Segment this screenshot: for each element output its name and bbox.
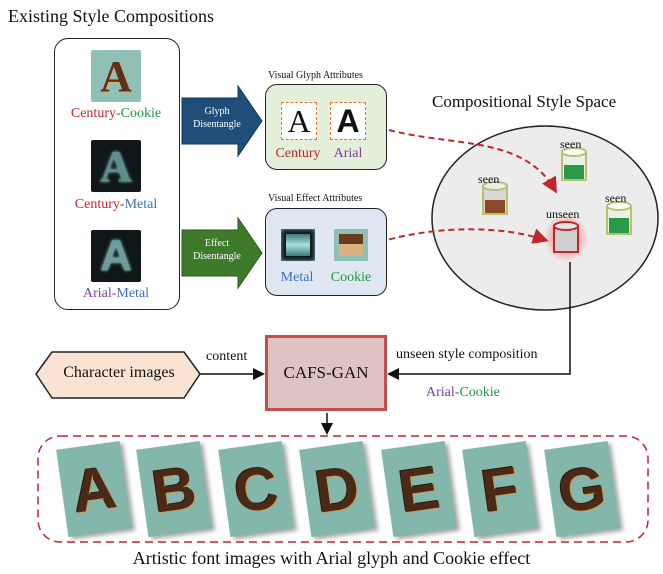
style-space-title: Compositional Style Space [432, 92, 617, 111]
cafs-gan-model: CAFS-GAN [265, 335, 387, 411]
effect-name: Cookie [120, 106, 162, 121]
cookie-swatch [334, 229, 368, 261]
query-composition-label: Arial-Cookie [426, 385, 500, 401]
effect-attributes-title: Visual Effect Attributes [268, 193, 363, 204]
century-metal-tile: A [91, 140, 141, 192]
query-glyph: Arial [426, 385, 455, 400]
sep: - [115, 106, 121, 121]
output-frame [37, 435, 649, 543]
query-effect: Cookie [459, 385, 500, 400]
cookie-label: Cookie [330, 270, 372, 285]
seen-label-3: seen [605, 191, 627, 205]
output-letter-a: A [56, 440, 132, 538]
title: Existing Style Compositions [8, 6, 215, 26]
glyph-disentangle-label: Glyph Disentangle [190, 105, 244, 131]
century-label: Century [275, 146, 321, 161]
sep: - [119, 197, 125, 212]
effect-disentangle-label: Effect Disentangle [190, 237, 244, 263]
glyph-name: Arial [82, 286, 112, 301]
metal-label: Metal [280, 270, 314, 285]
composition-label-1: Century-Cookie [56, 106, 176, 122]
style-space-ellipse [431, 125, 659, 311]
output-letter-b: B [136, 440, 212, 538]
output-letter-g: G [544, 440, 620, 538]
effect-word: Effect [204, 238, 230, 249]
glyph-attributes-title: Visual Glyph Attributes [268, 70, 363, 81]
output-letter-e: E [381, 440, 457, 538]
arial-label: Arial [333, 146, 363, 161]
disentangle-word: Disentangle [193, 119, 241, 130]
century-cookie-tile: A [91, 50, 141, 102]
unseen-to-model-line [387, 262, 571, 380]
unseen-composition-label: unseen style composition [396, 347, 538, 362]
seen-cylinder-2 [561, 147, 587, 181]
seen-label-1: seen [478, 172, 500, 186]
effect-name: Metal [116, 286, 150, 301]
query-sep: - [454, 385, 460, 400]
glyph-name: Century [74, 197, 120, 212]
arial-glyph: A [330, 102, 366, 140]
content-edge-label: content [206, 349, 248, 364]
unseen-cylinder [544, 214, 588, 262]
effect-name: Metal [124, 197, 158, 212]
character-images-shape [35, 351, 201, 399]
effect-to-unseen-curve [369, 228, 549, 246]
effect-disentangle-arrow [181, 216, 263, 290]
output-letter-d: D [299, 440, 375, 538]
character-images-label: Character images [63, 364, 175, 381]
unseen-label: unseen [546, 207, 580, 221]
disentangle-word: Disentangle [193, 251, 241, 262]
glyph-disentangle-arrow [181, 84, 263, 158]
output-letter-c: C [218, 440, 294, 538]
seen-cylinder-1 [482, 181, 508, 215]
seen-label-2: seen [560, 137, 582, 151]
composition-label-3: Arial-Metal [56, 286, 176, 302]
caption: Artistic font images with Arial glyph an… [132, 548, 531, 568]
glyph-word: Glyph [204, 106, 230, 117]
composition-label-2: Century-Metal [56, 197, 176, 213]
sep: - [111, 286, 117, 301]
output-letter-f: F [462, 440, 538, 538]
glyph-name: Century [70, 106, 116, 121]
arial-metal-tile: A [91, 230, 141, 282]
seen-cylinder-3 [606, 201, 632, 235]
metal-swatch [281, 229, 315, 261]
century-glyph: A [281, 102, 317, 140]
